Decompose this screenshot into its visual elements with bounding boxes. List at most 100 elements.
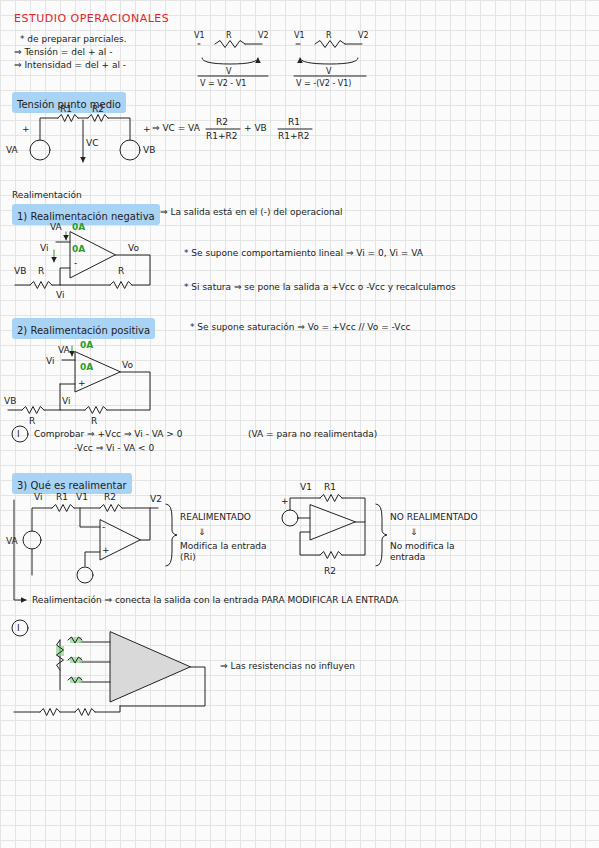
resistor	[100, 505, 122, 512]
note-label: V = V2 - V1	[200, 78, 246, 89]
heading-text: 1) Realimentación negativa	[17, 211, 155, 222]
resistor	[85, 407, 107, 414]
note-label: * de preparar parciales.	[20, 34, 127, 45]
resistor	[68, 657, 82, 663]
note-label: R1	[60, 104, 72, 115]
note-label: -	[102, 522, 105, 533]
note-label: V1	[294, 30, 305, 41]
resistor	[215, 41, 245, 48]
note-label: 0A	[80, 340, 93, 351]
note-label: Vi	[62, 396, 70, 407]
resistor	[58, 115, 78, 122]
note-label: ⇒ La salida está en el (-) del operacion…	[160, 207, 343, 218]
resistor	[110, 282, 132, 289]
note-label: * Si satura ⇒ se pone la salida a +Vcc o…	[184, 282, 456, 293]
resistor	[320, 552, 342, 559]
note-label: R1	[324, 482, 336, 493]
resistor	[88, 115, 108, 122]
note-label: R	[326, 30, 332, 41]
note-label: VC	[86, 138, 98, 149]
note-label: ⇓	[198, 527, 206, 538]
resistor	[315, 41, 345, 48]
note-label: R1	[56, 492, 68, 503]
resistor	[30, 282, 52, 289]
note-label: V	[226, 66, 231, 77]
heading-text: 2) Realimentación positiva	[17, 325, 150, 336]
heading-text: 3) Qué es realimentar	[17, 480, 127, 491]
note-label: +	[22, 124, 30, 135]
note-label: I	[17, 429, 20, 440]
note-label: Vi	[40, 243, 48, 254]
resistor	[68, 677, 82, 683]
resistor	[57, 640, 64, 670]
section-heading: 1) Realimentación negativa	[12, 204, 160, 225]
note-label: R1+R2	[278, 131, 310, 142]
note-label: * Se supone comportamiento lineal ⇒ Vi =…	[184, 248, 423, 259]
note-label: R1	[288, 117, 300, 128]
note-label: Modifica la entrada (Ri)	[180, 541, 270, 563]
note-label: VA	[58, 345, 70, 356]
resistor	[68, 637, 82, 643]
section-heading: 3) Qué es realimentar	[12, 473, 132, 494]
note-label: V2	[358, 30, 369, 41]
resistor	[75, 709, 95, 716]
note-label: Vo	[128, 243, 139, 254]
note-label: ⇒ Tensión = del + al -	[14, 47, 112, 58]
note-label: +	[78, 378, 86, 389]
note-label: V1	[194, 30, 205, 41]
page-title: ESTUDIO OPERACIONALES	[14, 12, 169, 25]
resistor	[22, 407, 44, 414]
note-label: (VA = para no realimentada)	[248, 429, 377, 440]
note-label: +	[102, 545, 110, 556]
note-label: 0A	[72, 244, 85, 255]
note-label: V1	[76, 492, 88, 503]
note-label: VA	[6, 536, 18, 547]
note-label: VB	[14, 266, 26, 277]
note-label: R2	[104, 492, 116, 503]
note-label: Vi	[46, 356, 54, 367]
resistor	[52, 505, 74, 512]
note-label: R2	[92, 104, 104, 115]
midpoint-circuit	[30, 118, 312, 162]
note-label: R2	[216, 117, 228, 128]
note-label: * Se supone saturación ⇒ Vo = +Vcc // Vo…	[190, 322, 410, 333]
note-label: VA	[6, 145, 18, 156]
note-label: + VB	[244, 123, 267, 134]
note-label: R	[91, 416, 97, 427]
resistor-symbols	[22, 41, 345, 716]
note-label: ⇓	[410, 527, 418, 538]
note-label: VA	[50, 222, 62, 233]
positive-feedback-circuit	[8, 346, 150, 442]
note-label: R	[226, 30, 232, 41]
note-label: Vi	[34, 492, 42, 503]
note-label: V = -(V2 - V1)	[296, 78, 352, 89]
note-label: Vo	[122, 360, 133, 371]
note-label: R2	[324, 566, 336, 577]
note-label: ⇒ VC = VA	[152, 123, 200, 134]
note-label: R	[38, 266, 44, 277]
note-label: R	[29, 416, 35, 427]
note-label: Realimentación	[12, 190, 82, 201]
note-label: +	[143, 124, 151, 135]
note-label: No modifica la entrada	[390, 541, 490, 563]
note-label: Vi	[56, 290, 64, 301]
note-label: ⇒ Intensidad = del + al -	[14, 60, 126, 71]
note-label: R	[118, 266, 124, 277]
note-label: Realimentación ⇒ conecta la salida con l…	[32, 595, 398, 606]
negative-feedback-circuit	[15, 232, 150, 285]
note-label: VB	[143, 145, 155, 156]
resistor	[40, 709, 60, 716]
note-label: Comprobar ⇒ +Vcc ⇒ Vi - VA > 0	[34, 429, 182, 440]
note-label: VB	[4, 396, 16, 407]
note-label: V2	[150, 494, 162, 505]
note-label: NO REALIMENTADO	[390, 512, 478, 523]
voltage-convention	[198, 44, 366, 76]
note-label: V	[326, 66, 331, 77]
resistor	[320, 495, 342, 502]
note-label: V1	[300, 482, 312, 493]
note-label: V2	[258, 30, 269, 41]
note-label: R1+R2	[206, 131, 238, 142]
note-label: +	[281, 496, 289, 507]
note-label: -Vcc ⇒ Vi - VA < 0	[74, 443, 154, 454]
